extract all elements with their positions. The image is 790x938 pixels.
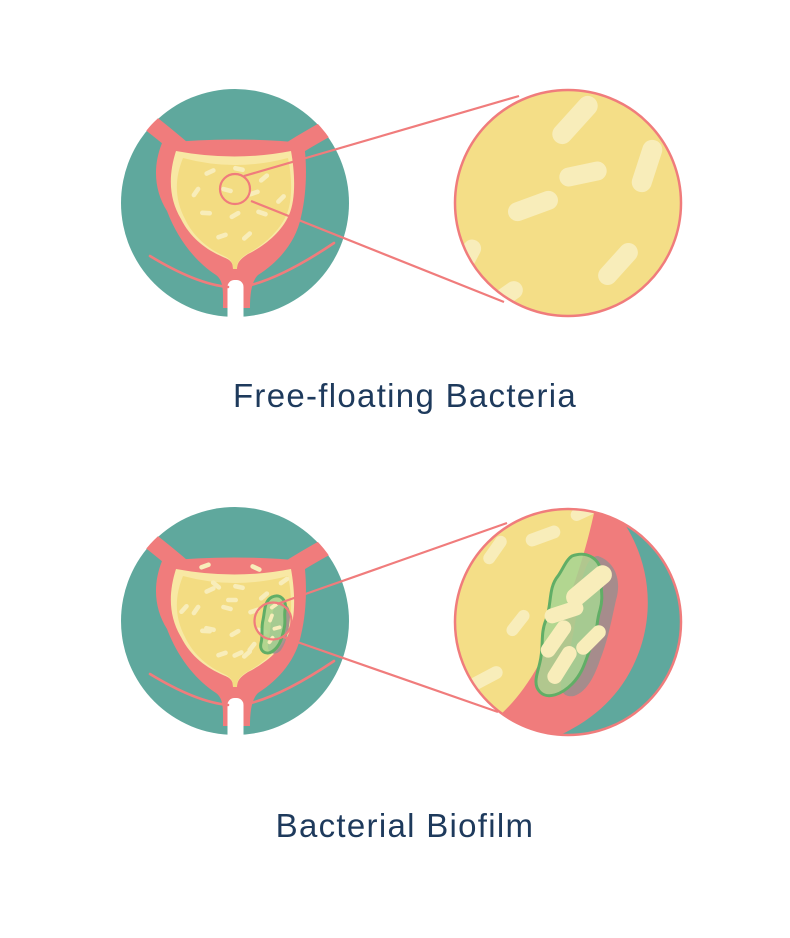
lumen-bacteria-rods: [469, 509, 596, 690]
zoom-connector-lower: [282, 635, 499, 714]
biofilm-caption: Bacterial Biofilm: [275, 807, 535, 844]
biofilm-bacteria-large: [540, 565, 612, 684]
zoom-connector-upper: [276, 521, 508, 606]
biofilm-diagram: [121, 495, 683, 758]
magnified-biofilm-icon: [453, 507, 683, 737]
free-floating-diagram: [121, 88, 683, 340]
magnified-free-bacteria-icon: [453, 88, 683, 318]
zoom-connector-lower: [250, 199, 505, 304]
zoom-connector-upper: [243, 94, 520, 178]
magnified-view-border: [453, 88, 683, 318]
free-floating-caption: Free-floating Bacteria: [232, 377, 578, 414]
zoom-source-circle: [218, 172, 252, 206]
zoom-source-circle: [253, 601, 293, 641]
magnified-view-border: [453, 507, 683, 737]
